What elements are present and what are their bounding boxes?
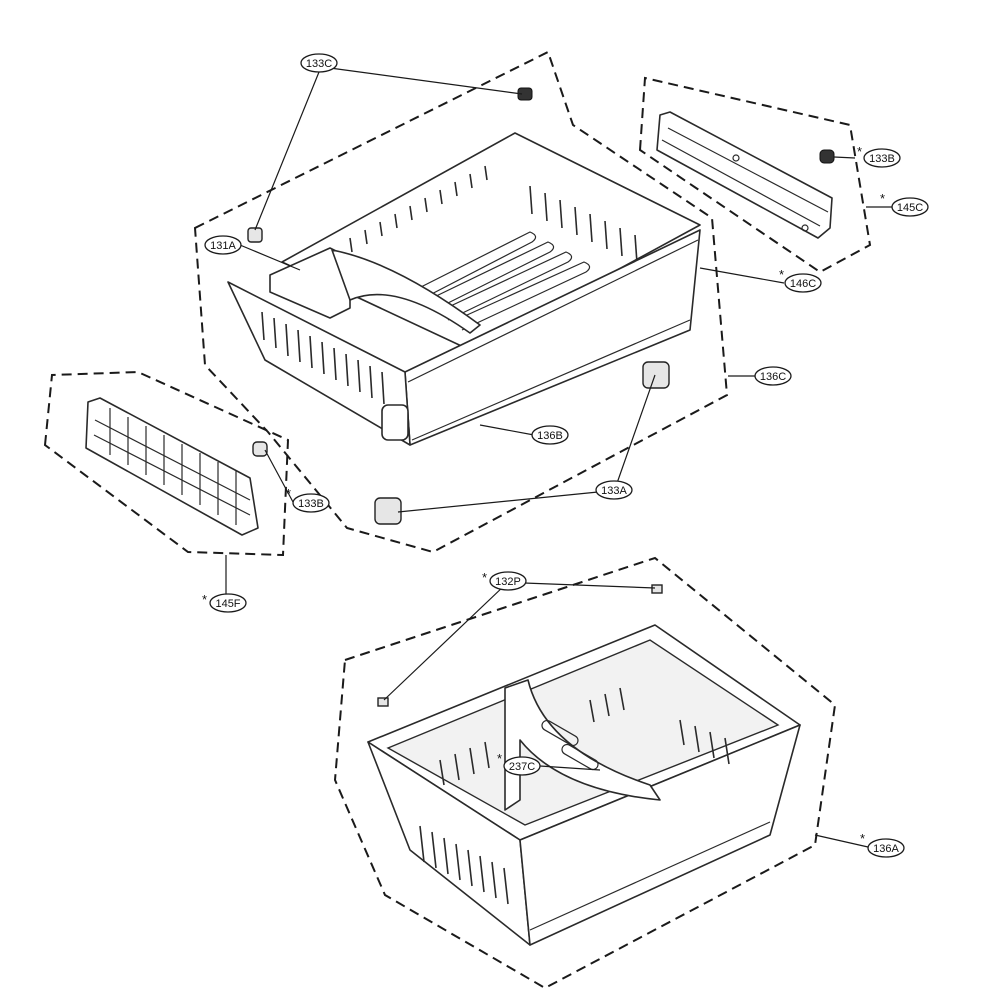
svg-text:*: *: [286, 486, 291, 501]
callout-133B-left: * 133B: [286, 486, 330, 513]
callout-136B: 136B: [531, 425, 569, 445]
callout-131A: 131A: [204, 235, 242, 255]
callout-136C: 136C: [754, 366, 792, 386]
callout-136A: * 136A: [860, 831, 905, 858]
svg-text:*: *: [497, 751, 502, 766]
lower-basket-group-outline: [333, 556, 837, 990]
label-136A: 136A: [873, 843, 899, 855]
svg-text:*: *: [779, 267, 784, 282]
clip-133C-left: [247, 227, 263, 243]
drawer-back-slots: [349, 165, 638, 264]
basket-left-vents: [419, 825, 509, 905]
label-133C: 133C: [306, 58, 332, 70]
drawer-side-slots: [261, 311, 385, 405]
rail-group-outline: [638, 76, 872, 274]
basket-center-divider: [504, 679, 661, 811]
svg-text:*: *: [880, 191, 885, 206]
label-145C: 145C: [897, 202, 923, 214]
divider-group-outline: [43, 370, 290, 557]
group-outlines: [43, 50, 872, 990]
svg-text:*: *: [482, 570, 487, 585]
clip-133B-left: [252, 441, 268, 457]
label-136B: 136B: [537, 430, 563, 442]
pad-132P-left: [377, 697, 389, 707]
label-131A: 131A: [210, 240, 236, 252]
svg-text:*: *: [857, 144, 862, 159]
upper-drawer-136B: [227, 132, 701, 446]
label-133B-left: 133B: [298, 498, 324, 510]
callout-133C-top: 133C: [300, 53, 338, 73]
basket-inner-vents: [439, 687, 730, 786]
drawer-inner-compartment: [269, 247, 351, 319]
drawer-corner-roller: [381, 404, 409, 441]
callout-133A: 133A: [595, 480, 633, 500]
divider-145F: [85, 397, 259, 536]
small-parts: [247, 87, 835, 707]
label-136C: 136C: [760, 371, 786, 383]
label-133B-right: 133B: [869, 153, 895, 165]
drawer-left-side: [227, 281, 411, 446]
callout-145F: * 145F: [202, 592, 247, 613]
basket-inner: [386, 639, 780, 826]
stopper-133A-right: [642, 361, 670, 389]
basket-front-wall: [519, 724, 801, 946]
rail-body: [656, 111, 833, 239]
label-146C: 146C: [790, 278, 816, 290]
callout-146C: * 146C: [779, 267, 822, 293]
svg-text:*: *: [860, 831, 865, 846]
drawer-floor-ribs: [414, 231, 591, 331]
callout-132P: * 132P: [482, 570, 527, 591]
callout-145C: * 145C: [880, 191, 929, 217]
rail-145C: [656, 111, 833, 239]
leader-lines: [225, 67, 893, 848]
label-133A: 133A: [601, 485, 627, 497]
divider-grid: [93, 408, 251, 525]
lower-basket-136A: [367, 624, 801, 946]
pad-132P-right: [651, 584, 663, 594]
label-237C: 237C: [509, 761, 535, 773]
label-145F: 145F: [215, 598, 240, 610]
callout-133B-right: * 133B: [857, 144, 901, 168]
stopper-133A-left: [374, 497, 402, 525]
clip-133B-right: [819, 149, 835, 164]
label-132P: 132P: [495, 576, 521, 588]
svg-text:*: *: [202, 592, 207, 607]
upper-drawer-group-outline: [193, 50, 729, 554]
divider-frame: [85, 397, 259, 536]
callout-237C: * 237C: [497, 751, 541, 776]
